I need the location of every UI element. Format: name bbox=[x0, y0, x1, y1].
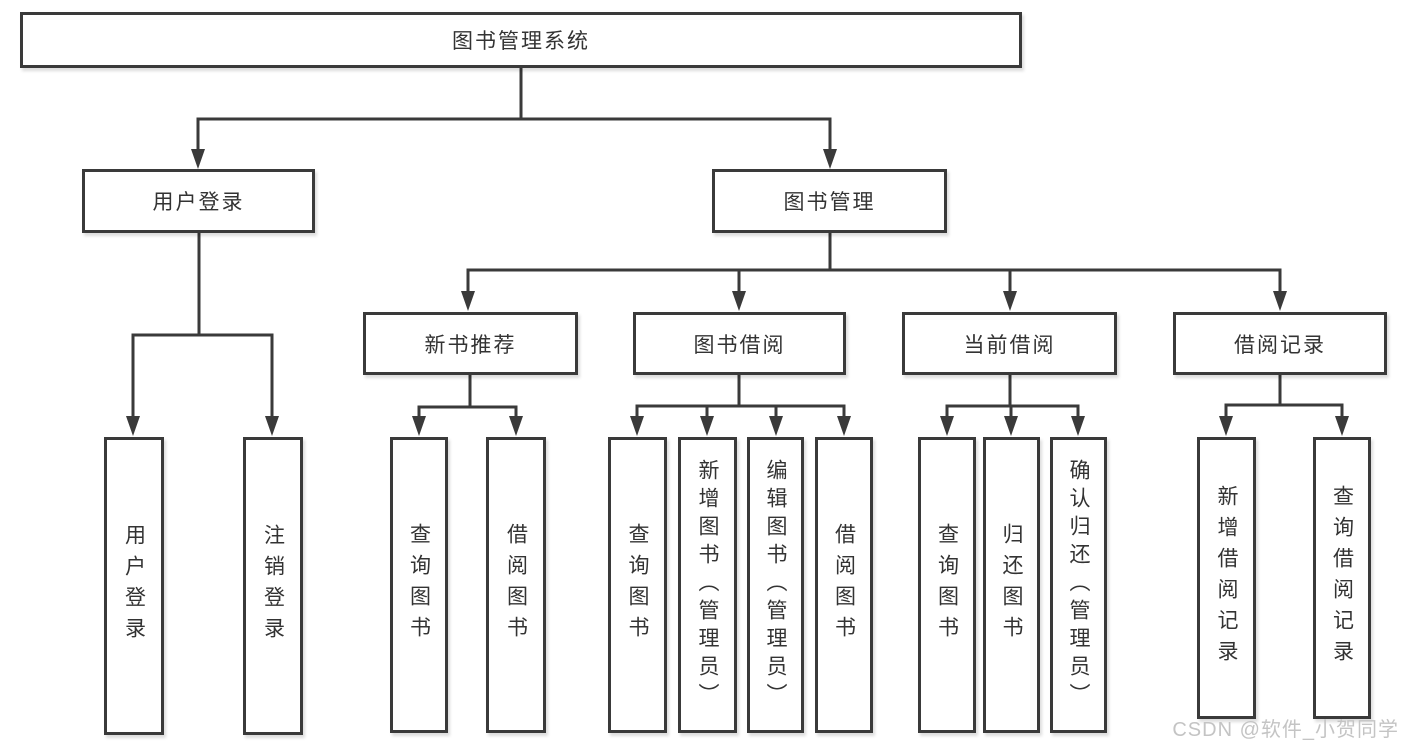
node-user-login-action-label: 用户登录 bbox=[122, 524, 146, 648]
node-edit-books-admin-label: 编辑图书（管理员） bbox=[764, 459, 787, 711]
node-query-borrow-record-label: 查询借阅记录 bbox=[1330, 485, 1354, 671]
node-book-borrow-label: 图书借阅 bbox=[693, 333, 786, 357]
node-book-management: 图书管理 bbox=[712, 169, 947, 233]
node-recommend-borrow-books: 借阅图书 bbox=[486, 437, 546, 733]
node-new-book-recommend-label: 新书推荐 bbox=[424, 333, 517, 357]
arrowhead bbox=[126, 416, 279, 436]
connector-book-management-to-children bbox=[461, 233, 1287, 311]
node-book-borrow: 图书借阅 bbox=[633, 312, 846, 375]
node-confirm-return-admin-label: 确认归还（管理员） bbox=[1067, 459, 1090, 711]
node-add-borrow-record-label: 新增借阅记录 bbox=[1215, 485, 1238, 671]
node-logout-action: 注销登录 bbox=[243, 437, 303, 735]
arrowhead bbox=[630, 416, 851, 436]
arrowhead bbox=[1219, 416, 1349, 436]
node-book-management-label: 图书管理 bbox=[783, 191, 876, 214]
node-borrow-query-books-label: 查询图书 bbox=[626, 523, 649, 647]
connector-user-login-to-children bbox=[126, 233, 279, 436]
node-user-login-action: 用户登录 bbox=[104, 437, 164, 735]
connector-line bbox=[635, 375, 846, 417]
node-recommend-borrow-books-label: 借阅图书 bbox=[504, 523, 528, 647]
node-root-label: 图书管理系统 bbox=[452, 30, 590, 53]
connector-line bbox=[131, 233, 274, 417]
connector-line bbox=[466, 233, 1282, 292]
node-add-books-admin-label: 新增图书（管理员） bbox=[696, 459, 719, 711]
node-borrow-records: 借阅记录 bbox=[1173, 312, 1387, 375]
node-borrow-records-label: 借阅记录 bbox=[1234, 333, 1326, 357]
arrowhead bbox=[412, 416, 523, 436]
node-return-books-label: 归还图书 bbox=[1000, 523, 1023, 647]
node-recommend-query-books: 查询图书 bbox=[390, 437, 448, 733]
node-user-login-label: 用户登录 bbox=[152, 191, 245, 214]
arrowhead bbox=[940, 416, 1085, 436]
node-query-borrow-record: 查询借阅记录 bbox=[1313, 437, 1371, 719]
node-current-borrow: 当前借阅 bbox=[902, 312, 1117, 375]
connector-line bbox=[417, 375, 518, 417]
node-add-books-admin: 新增图书（管理员） bbox=[678, 437, 737, 733]
node-return-books: 归还图书 bbox=[983, 437, 1040, 733]
connector-new-book-recommend-to-children bbox=[412, 375, 523, 436]
connector-book-borrow-to-children bbox=[630, 375, 851, 436]
node-root: 图书管理系统 bbox=[20, 12, 1022, 68]
node-user-login: 用户登录 bbox=[82, 169, 315, 233]
connector-line bbox=[1224, 375, 1344, 417]
arrowhead bbox=[191, 149, 837, 169]
node-borrow-books-action: 借阅图书 bbox=[815, 437, 873, 733]
connector-line bbox=[196, 68, 832, 150]
node-borrow-books-action-label: 借阅图书 bbox=[832, 523, 856, 647]
node-confirm-return-admin: 确认归还（管理员） bbox=[1050, 437, 1107, 733]
node-current-query-books: 查询图书 bbox=[918, 437, 976, 733]
connector-root-to-level2 bbox=[191, 68, 837, 169]
node-add-borrow-record: 新增借阅记录 bbox=[1197, 437, 1256, 719]
arrowhead bbox=[461, 291, 1287, 311]
csdn-watermark: CSDN @软件_小贺同学 bbox=[1172, 719, 1399, 741]
connector-line bbox=[945, 375, 1080, 417]
node-borrow-query-books: 查询图书 bbox=[608, 437, 667, 733]
node-new-book-recommend: 新书推荐 bbox=[363, 312, 578, 375]
node-current-query-books-label: 查询图书 bbox=[935, 523, 959, 647]
connector-current-borrow-to-children bbox=[940, 375, 1085, 436]
connector-borrow-records-to-children bbox=[1219, 375, 1349, 436]
node-edit-books-admin: 编辑图书（管理员） bbox=[747, 437, 804, 733]
node-recommend-query-books-label: 查询图书 bbox=[407, 523, 431, 647]
node-logout-action-label: 注销登录 bbox=[261, 524, 285, 648]
node-current-borrow-label: 当前借阅 bbox=[963, 333, 1056, 357]
